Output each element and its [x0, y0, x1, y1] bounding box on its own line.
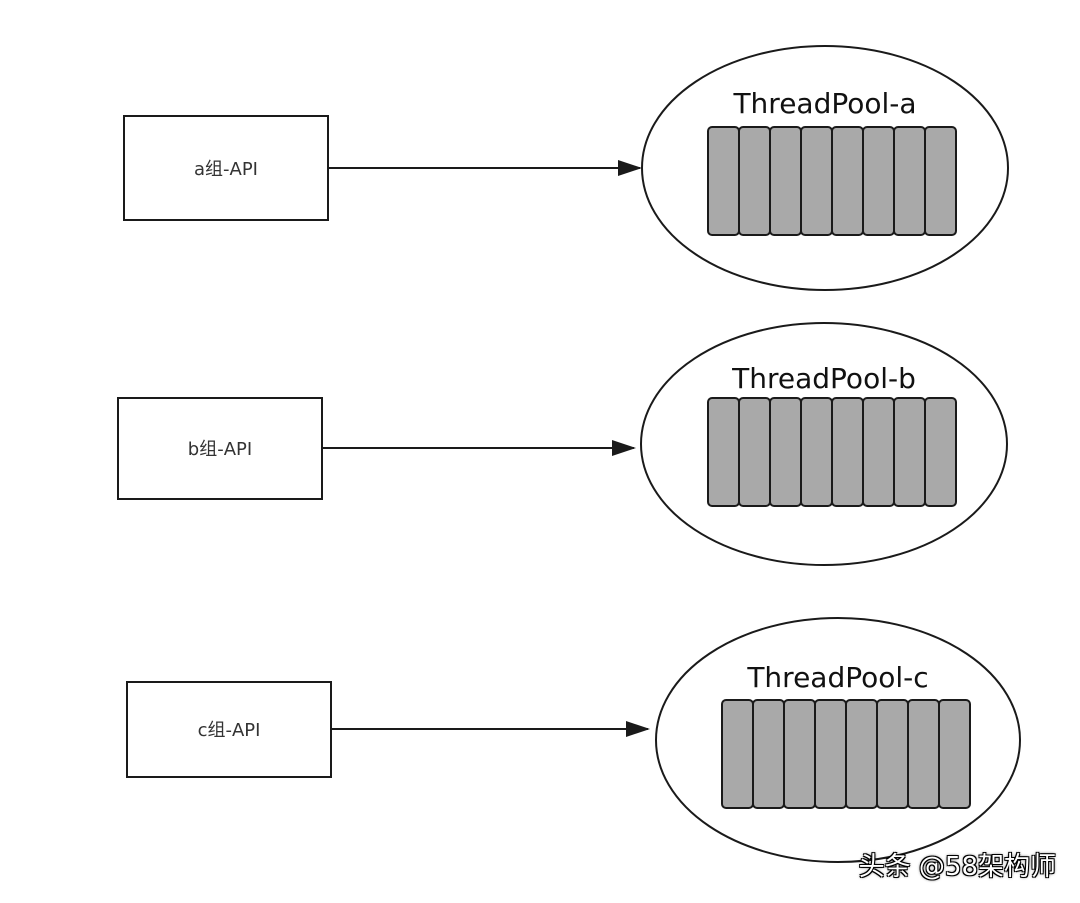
thread-slot	[707, 126, 740, 236]
thread-slot	[862, 126, 895, 236]
thread-slot	[876, 699, 909, 809]
thread-slot	[924, 126, 957, 236]
thread-slot	[721, 699, 754, 809]
pool-title-c: ThreadPool-c	[746, 661, 928, 694]
thread-slot	[769, 126, 802, 236]
watermark: 头条 @58架构师	[858, 852, 1056, 882]
thread-slot	[769, 397, 802, 507]
thread-slot	[707, 397, 740, 507]
pool-title-b: ThreadPool-b	[731, 362, 916, 395]
api-label-c: c组-API	[198, 720, 261, 741]
api-label-b: b组-API	[188, 439, 252, 460]
thread-slot	[814, 699, 847, 809]
pool-title-a: ThreadPool-a	[732, 87, 916, 120]
thread-slot	[738, 126, 771, 236]
thread-slot	[907, 699, 940, 809]
group-c: c组-API ThreadPool-c	[126, 617, 1021, 863]
group-b: b组-API ThreadPool-b	[117, 322, 1008, 566]
thread-slot	[924, 397, 957, 507]
thread-slot	[862, 397, 895, 507]
thread-queue-c	[721, 699, 971, 809]
thread-slot	[800, 126, 833, 236]
api-box-a	[123, 115, 329, 221]
thread-slot	[893, 397, 926, 507]
thread-slot	[752, 699, 785, 809]
thread-slot	[800, 397, 833, 507]
thread-slot	[938, 699, 971, 809]
thread-slot	[831, 397, 864, 507]
thread-queue-a	[707, 126, 957, 236]
thread-slot	[783, 699, 816, 809]
thread-slot	[845, 699, 878, 809]
thread-slot	[893, 126, 926, 236]
thread-slot	[831, 126, 864, 236]
group-a: a组-API ThreadPool-a	[123, 45, 1009, 291]
thread-slot	[738, 397, 771, 507]
api-label-a: a组-API	[194, 159, 258, 180]
api-box-b	[117, 397, 323, 500]
thread-queue-b	[707, 397, 957, 507]
